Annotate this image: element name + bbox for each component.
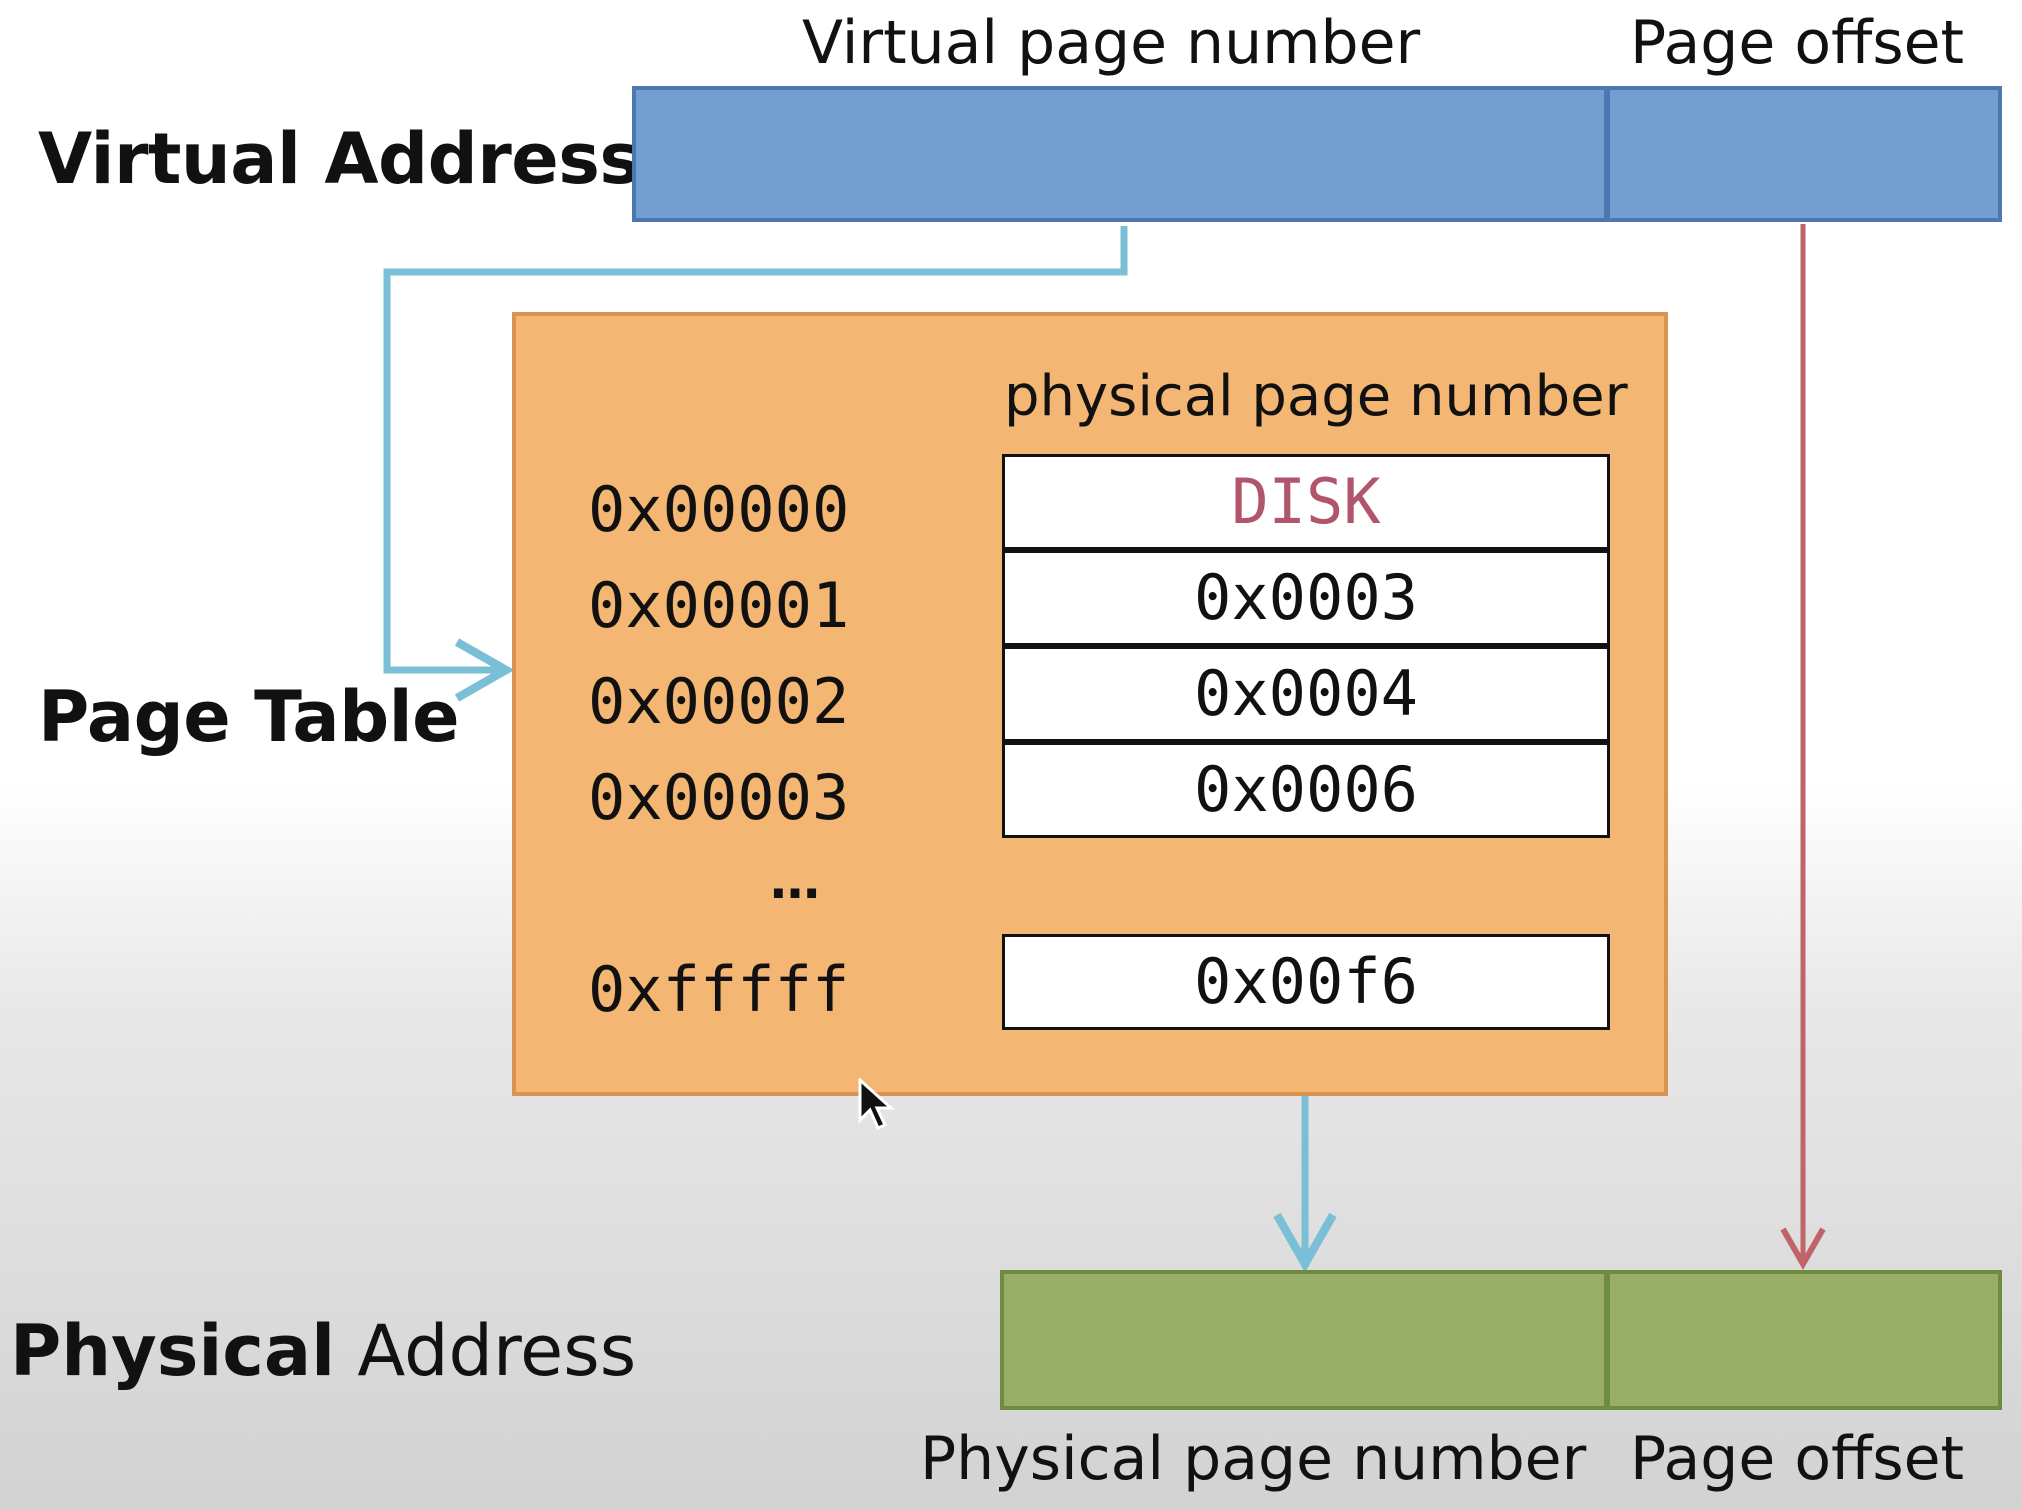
page-table-ppn-cell: 0x0006	[1002, 742, 1610, 838]
mouse-cursor-icon	[858, 1078, 895, 1130]
virtual-address-bar	[632, 86, 2002, 222]
physical-page-number-label: Physical page number	[920, 1424, 1587, 1494]
page-table-column-header: physical page number	[1004, 364, 1628, 429]
physical-address-label-rest: Address	[357, 1310, 637, 1392]
physical-address-divider	[1604, 1270, 1610, 1410]
page-table-label: Page Table	[38, 676, 460, 758]
page-table-vpn: 0x00002	[588, 665, 850, 738]
page-table-vpn: 0x00001	[588, 569, 850, 642]
page-table-vpn: 0xfffff	[588, 953, 850, 1026]
physical-address-label-bold: Physical	[10, 1310, 336, 1392]
page-table-ppn-cell: 0x0003	[1002, 550, 1610, 646]
virtual-address-divider	[1604, 86, 1610, 222]
page-table-ppn-cell: DISK	[1002, 454, 1610, 550]
page-table-ellipsis: …	[770, 852, 820, 910]
page-table-vpn: 0x00003	[588, 761, 850, 834]
physical-address-label: Physical Address	[10, 1310, 636, 1392]
physical-page-offset-label: Page offset	[1630, 1424, 1965, 1494]
page-table-vpn: 0x00000	[588, 473, 850, 546]
page-table-ppn-cell: 0x00f6	[1002, 934, 1610, 1030]
virtual-address-label: Virtual Address	[38, 118, 641, 200]
vpn-to-page-table-arrow	[383, 226, 1128, 702]
page-table-ppn-cell: 0x0004	[1002, 646, 1610, 742]
physical-address-bar	[1000, 1270, 2002, 1410]
virtual-page-offset-label: Page offset	[1630, 8, 1965, 78]
virtual-page-number-label: Virtual page number	[802, 8, 1421, 78]
